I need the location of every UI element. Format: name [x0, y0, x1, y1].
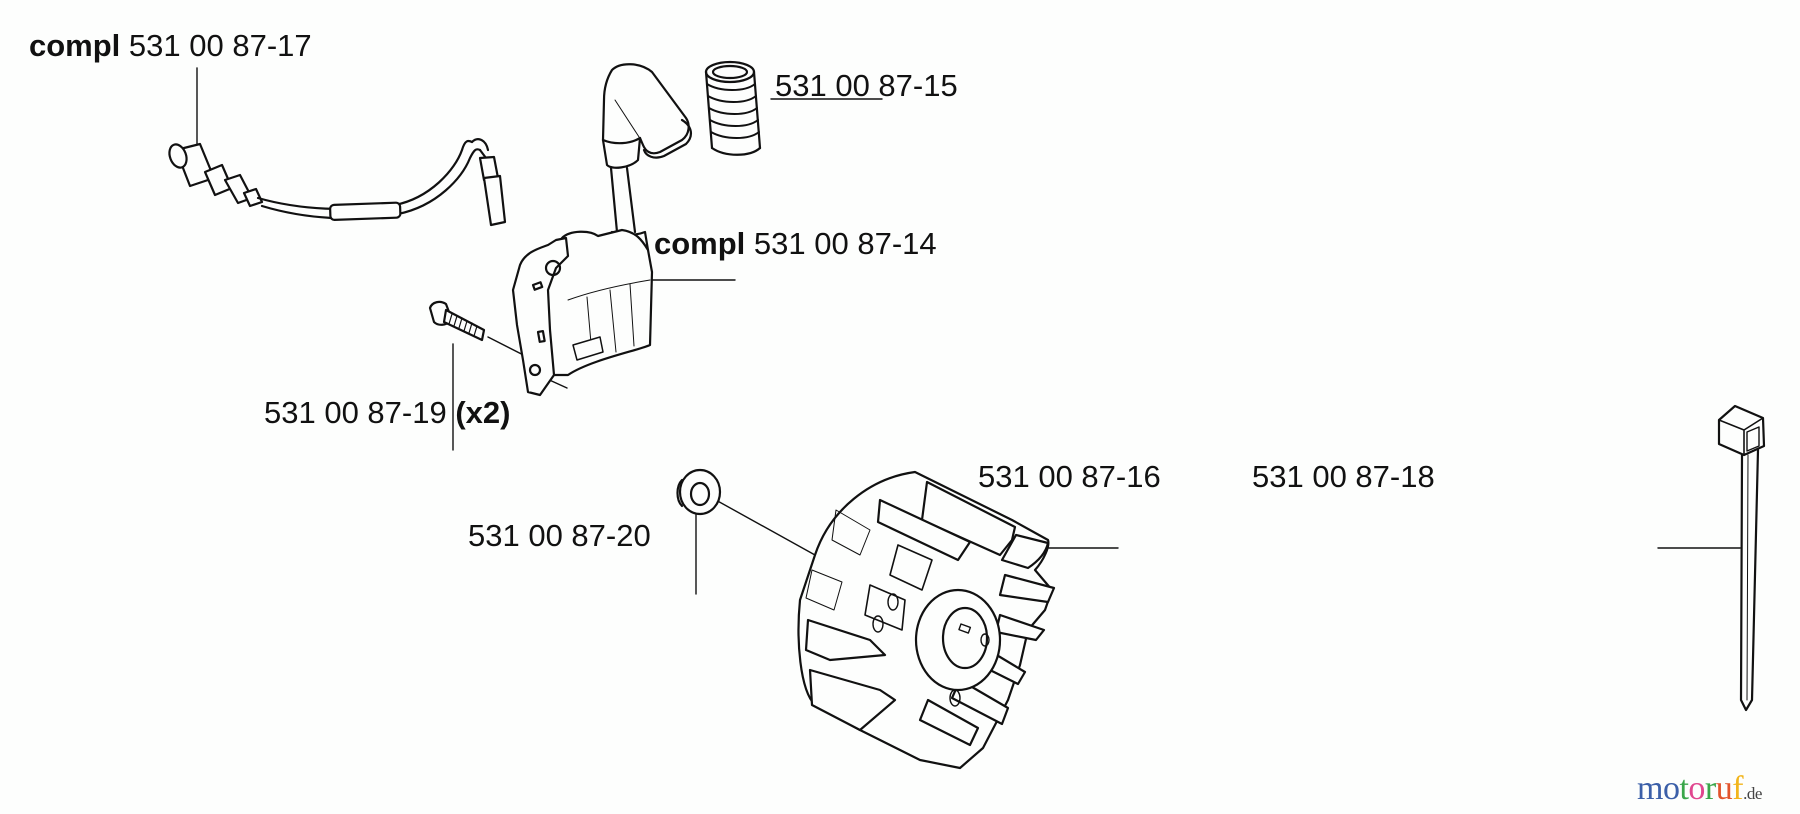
leader-lines [196, 67, 1741, 595]
part-number: 531 00 87-19 [264, 395, 447, 430]
part-label-531-00-87-14[interactable]: compl 531 00 87-14 [654, 226, 937, 262]
part-label-531-00-87-17[interactable]: compl 531 00 87-17 [29, 28, 312, 64]
part-number: 531 00 87-14 [753, 226, 937, 261]
motoruf-watermark-logo: motoruf.de [1637, 770, 1762, 808]
wm-letter: o [1688, 770, 1705, 807]
part-number: 531 00 87-16 [978, 459, 1161, 494]
quantity-suffix: (x2) [455, 395, 511, 430]
part-number: 531 00 87-15 [775, 68, 958, 103]
part-label-531-00-87-19[interactable]: 531 00 87-19 (x2) [264, 395, 510, 431]
wm-letter: r [1704, 770, 1716, 807]
spring-drawing [704, 60, 762, 156]
cable-tie-drawing [1717, 404, 1766, 712]
wm-letter: u [1715, 770, 1733, 807]
wm-letter: t [1679, 770, 1689, 807]
ignition-module-drawing [511, 63, 692, 397]
part-label-531-00-87-18[interactable]: 531 00 87-18 [1252, 459, 1435, 495]
nut-drawing [676, 468, 722, 516]
part-number: 531 00 87-17 [128, 28, 312, 63]
wm-letter: m [1637, 770, 1663, 807]
wm-letter: o [1662, 770, 1680, 807]
ignition-lead-drawing [168, 138, 507, 227]
wm-domain: .de [1743, 784, 1762, 803]
compl-prefix: compl [654, 226, 746, 261]
part-label-531-00-87-16[interactable]: 531 00 87-16 [978, 459, 1161, 495]
part-label-531-00-87-15[interactable]: 531 00 87-15 [775, 68, 958, 104]
compl-prefix: compl [29, 28, 121, 63]
part-number: 531 00 87-20 [468, 518, 651, 553]
part-number: 531 00 87-18 [1252, 459, 1435, 494]
part-label-531-00-87-20[interactable]: 531 00 87-20 [468, 518, 651, 554]
screw-drawing [428, 300, 486, 342]
wm-letter: f [1732, 770, 1744, 807]
flywheel-drawing [797, 470, 1056, 770]
